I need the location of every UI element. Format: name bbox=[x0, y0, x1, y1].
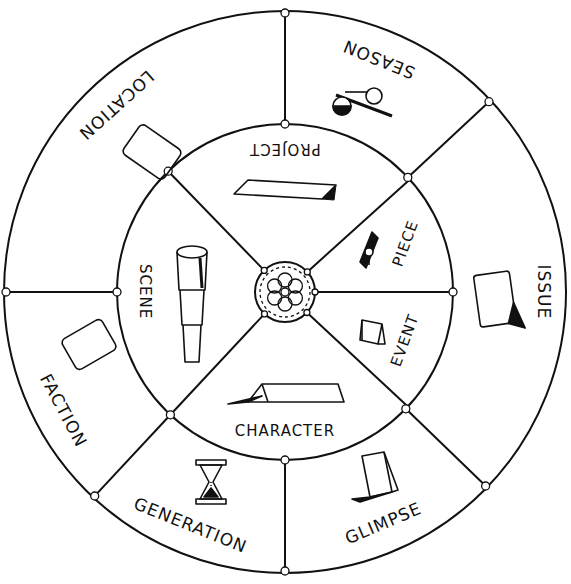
pin-head bbox=[365, 248, 373, 256]
sector-label: ISSUE bbox=[533, 265, 553, 320]
divider bbox=[93, 415, 170, 498]
petal bbox=[268, 279, 282, 293]
card-icon bbox=[121, 123, 183, 181]
pinned-card-icon bbox=[360, 232, 378, 268]
outer-ring bbox=[4, 11, 566, 573]
sector-label: GLIMPSE bbox=[342, 499, 424, 549]
petal bbox=[281, 288, 289, 296]
card-side bbox=[378, 324, 385, 344]
petal bbox=[278, 297, 292, 311]
hourglass-stream bbox=[210, 482, 212, 489]
card-shadow bbox=[506, 301, 526, 330]
flourish bbox=[404, 173, 412, 181]
sector-label: SEASON bbox=[340, 35, 418, 82]
wheel-sector: SEASON bbox=[336, 32, 423, 85]
flourish bbox=[281, 456, 289, 464]
junction-flourishes bbox=[2, 9, 493, 575]
flourish bbox=[91, 492, 99, 500]
divider bbox=[406, 409, 487, 488]
flourish bbox=[304, 310, 310, 316]
telescope-tube bbox=[180, 290, 204, 325]
binocular-shade bbox=[333, 106, 351, 115]
flourish bbox=[312, 289, 318, 295]
sector-label: PROJECT bbox=[249, 140, 321, 157]
wheel-sector: GENERATION bbox=[127, 491, 255, 561]
sector-label: CHARACTER bbox=[235, 423, 335, 440]
tent-card-icon bbox=[228, 384, 344, 404]
divider bbox=[408, 100, 491, 177]
binocular-lens bbox=[366, 88, 382, 104]
card-icon bbox=[473, 270, 525, 335]
binocular-lens bbox=[333, 97, 351, 115]
telescope-tube bbox=[177, 252, 207, 290]
hourglass-sand bbox=[204, 488, 218, 497]
card-face bbox=[234, 180, 336, 199]
flourish bbox=[304, 269, 310, 275]
flourish bbox=[281, 567, 289, 575]
sector-label: PIECE bbox=[389, 218, 422, 269]
sector-label: GENERATION bbox=[131, 494, 250, 557]
rosette-petals bbox=[260, 267, 310, 317]
wheel-sector: PIECE bbox=[386, 213, 425, 273]
sector-label: LOCATION bbox=[75, 66, 158, 143]
flourish bbox=[449, 288, 457, 296]
flourish bbox=[166, 411, 174, 419]
flourish bbox=[485, 98, 493, 106]
divider bbox=[315, 291, 453, 293]
wheel-sector: ISSUE bbox=[531, 261, 555, 324]
flourish bbox=[113, 288, 121, 296]
telescope-icon bbox=[177, 246, 207, 362]
divider bbox=[4, 291, 117, 293]
sector-label: SCENE bbox=[136, 264, 153, 319]
card-fold bbox=[262, 384, 268, 402]
telescope-shine bbox=[200, 258, 202, 288]
divider bbox=[170, 314, 264, 415]
wheel-sector: PROJECT bbox=[245, 138, 325, 159]
card-edge bbox=[361, 320, 363, 341]
flourish bbox=[261, 267, 267, 273]
hourglass-glass bbox=[200, 465, 222, 499]
sector-label: FACTION bbox=[35, 370, 90, 450]
wheel-sector: GLIMPSE bbox=[338, 496, 429, 552]
card-icon bbox=[60, 318, 117, 371]
telescope-lens bbox=[177, 246, 207, 258]
flourish bbox=[281, 120, 289, 128]
wheel-sector: CHARACTER bbox=[231, 421, 339, 442]
card-face bbox=[362, 452, 392, 497]
binocular-strap bbox=[345, 91, 368, 93]
divider bbox=[284, 460, 286, 573]
card-shadow bbox=[228, 396, 262, 404]
wheel-sector: LOCATION bbox=[71, 62, 162, 148]
flourish bbox=[281, 9, 289, 17]
flourish bbox=[402, 405, 410, 413]
tent-card-icon bbox=[352, 452, 398, 502]
hourglass-icon bbox=[196, 460, 226, 504]
flourish bbox=[482, 482, 490, 490]
card-shadow bbox=[352, 492, 392, 502]
sector-label: EVENT bbox=[388, 312, 423, 369]
flourish bbox=[262, 311, 268, 317]
tent-card-icon bbox=[360, 320, 385, 344]
binoculars-icon bbox=[333, 88, 392, 116]
card-face bbox=[360, 232, 378, 268]
flourish bbox=[2, 288, 10, 296]
divider bbox=[284, 11, 286, 124]
card-face bbox=[248, 384, 344, 402]
petal bbox=[288, 291, 302, 305]
telescope-tube bbox=[183, 325, 201, 362]
card-face bbox=[360, 320, 382, 344]
wheel-sector: FACTION bbox=[31, 366, 93, 455]
flat-card-icon bbox=[234, 180, 336, 200]
pin-shaft bbox=[368, 256, 370, 265]
petal bbox=[278, 273, 292, 287]
card-shadow bbox=[322, 185, 336, 200]
center-rosette bbox=[255, 262, 315, 322]
wheel-sector: SCENE bbox=[134, 260, 155, 323]
card-side bbox=[384, 452, 398, 492]
wheel-sector: EVENT bbox=[385, 308, 426, 374]
rosette-edge bbox=[260, 267, 310, 317]
